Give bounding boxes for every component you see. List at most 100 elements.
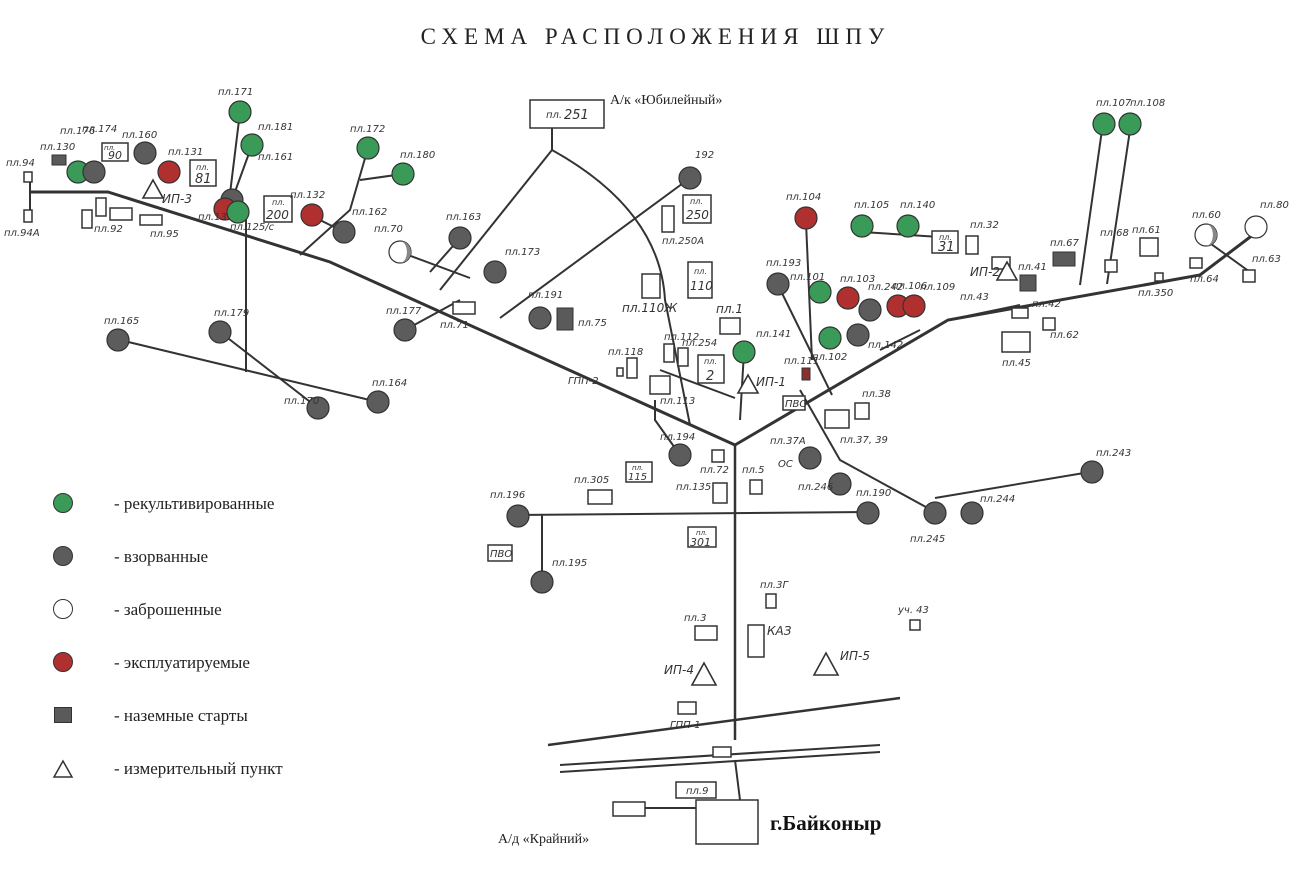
ground-start-111 <box>801 367 811 381</box>
silo-label: пл.132 <box>290 190 325 201</box>
road-bottom-3 <box>559 751 881 773</box>
silo-пл165: пл.165 <box>104 316 139 352</box>
silo-label: пл.70 <box>374 224 403 235</box>
box-p254 <box>677 347 689 367</box>
label-p62: пл.62 <box>1050 330 1079 341</box>
label-p305: пл.305 <box>574 475 609 486</box>
silo-label: пл.194 <box>660 432 695 443</box>
box-krainiy <box>612 801 646 817</box>
silo-marker <box>902 294 926 318</box>
silo-пл170: пл.170 <box>284 396 330 420</box>
silo-marker <box>856 501 880 525</box>
silo-marker <box>133 141 157 165</box>
measurement-point-ip4 <box>690 661 718 686</box>
silo-marker <box>226 200 250 224</box>
silo-пл245: пл.245 <box>910 501 947 545</box>
box-p2 <box>697 354 725 384</box>
road-179 <box>119 339 379 403</box>
road-170 <box>219 331 319 409</box>
label-ip3: ИП-3 <box>162 192 192 206</box>
silo-пл195: пл.195 <box>530 558 587 594</box>
silo-пл162: пл.162 <box>332 207 387 244</box>
silo-label: пл.245 <box>910 534 945 545</box>
label-ground-111: пл.111 <box>784 356 819 367</box>
silo-label: пл.179 <box>214 308 249 319</box>
road-108 <box>1106 129 1131 285</box>
silo-marker <box>794 206 818 230</box>
place-city: г.Байконыр <box>770 811 881 835</box>
legend-label: - рекультивированные <box>114 494 275 513</box>
silo-label: пл.190 <box>856 488 891 499</box>
ground-start-130 <box>51 154 67 166</box>
silo-пл181: пл.181 <box>240 122 293 157</box>
silo-пл80: пл.80 <box>1244 200 1289 239</box>
silo-пл104: пл.104 <box>786 192 821 230</box>
silo-marker <box>483 260 507 284</box>
silo-marker <box>306 396 330 420</box>
legend-item-ground_start: - наземные старты <box>48 702 408 732</box>
silo-label: пл.142 <box>868 340 903 351</box>
label-p94: пл.94 <box>6 158 35 169</box>
label-p94a: пл.94А <box>4 228 40 239</box>
measurement-point-ip2 <box>995 260 1019 281</box>
box-label-250-top: пл. <box>690 197 703 206</box>
road-193 <box>777 284 833 396</box>
label-p72: пл.72 <box>700 465 729 476</box>
label-ground-130: пл.130 <box>40 142 75 153</box>
silo-label: пл.161 <box>258 152 293 163</box>
silo-label: пл.60 <box>1192 210 1221 221</box>
legend-symbol <box>48 546 78 570</box>
silo-marker <box>850 214 874 238</box>
label-ground-41: пл.41 <box>1018 262 1047 273</box>
box-p115 <box>625 461 653 483</box>
legend-label: - измерительный пункт <box>114 759 283 778</box>
box-label-301-top: пл. <box>696 529 707 537</box>
label-p110zh: пл.110Ж <box>622 301 678 315</box>
label-p3g: пл.3Г <box>760 580 789 591</box>
silo-пл171: пл.171 <box>218 87 253 124</box>
silo-marker <box>808 280 832 304</box>
silo-label: пл.196 <box>490 490 525 501</box>
box-bottom-small <box>712 746 732 758</box>
legend-symbol <box>48 758 78 782</box>
box-p61 <box>1139 237 1159 257</box>
silo-label: пл.163 <box>446 212 481 223</box>
legend-symbol <box>48 705 78 729</box>
box-p118 <box>626 357 638 379</box>
silo-пл174: пл.174 <box>82 124 117 184</box>
silo-label: пл.181 <box>258 122 293 133</box>
silo-пл108: пл.108 <box>1118 98 1165 136</box>
box-p92b <box>95 197 107 217</box>
silo-label: ОС <box>778 459 793 470</box>
label-ip5: ИП-5 <box>840 649 870 663</box>
box-p94a <box>23 209 33 223</box>
silo-label: пл.171 <box>218 87 253 98</box>
silo-marker <box>528 306 552 330</box>
silo-label: пл.176 <box>60 126 95 137</box>
legend-label: - эксплуатируемые <box>114 653 250 672</box>
silo-пл190: пл.190 <box>856 488 891 525</box>
legend-item-exploded: - взорванные <box>48 543 408 573</box>
silo-пл109: пл.109 <box>902 282 955 318</box>
silo-label: пл.193 <box>766 258 801 269</box>
silo-label: пл.246 <box>798 482 833 493</box>
silo-label: 192 <box>695 150 714 161</box>
silo-marker <box>678 166 702 190</box>
silo-пл103: пл.103 <box>836 274 875 310</box>
box-p110 <box>687 261 713 299</box>
road-jubilee-2 <box>439 149 553 291</box>
legend-circle <box>53 652 73 672</box>
box-p9 <box>675 781 717 799</box>
box-kaz <box>747 624 765 658</box>
silo-label: пл.180 <box>400 150 435 161</box>
silo-пл140: пл.140 <box>896 200 935 238</box>
silo-label: пл.108 <box>1130 98 1165 109</box>
silo-label: пл.243 <box>1096 448 1131 459</box>
road-194 <box>654 400 681 456</box>
box-p250a <box>661 205 675 233</box>
silo-пл142: пл.142 <box>846 323 903 351</box>
box-label-250-num: 250 <box>686 208 709 222</box>
silo-marker <box>668 443 692 467</box>
box-p64 <box>1189 257 1203 269</box>
